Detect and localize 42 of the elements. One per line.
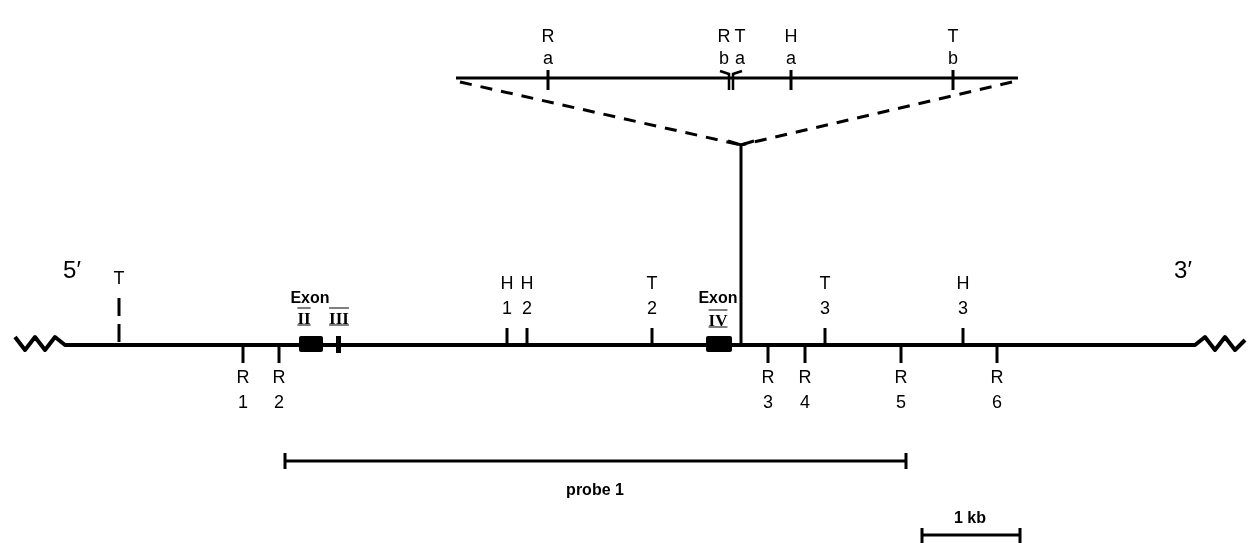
site-label: H [784, 27, 798, 45]
site-label: b [719, 49, 729, 67]
scale-label: 1 kb [954, 510, 986, 526]
strand-end-label: 3′ [1174, 258, 1192, 282]
site-label: 1 [502, 299, 512, 317]
site-label: H [520, 274, 534, 292]
site-label: R [990, 368, 1004, 386]
site-label: 4 [800, 393, 810, 411]
exon-number: IV [708, 311, 728, 329]
site-label: 1 [238, 393, 248, 411]
site-label: R [236, 368, 250, 386]
exon-number: II [297, 309, 311, 327]
probe-label: probe 1 [566, 482, 624, 498]
site-label: H [500, 274, 514, 292]
exon-number: III [329, 309, 349, 327]
site-label: 3 [763, 393, 773, 411]
strand-end-label: 5′ [63, 258, 81, 282]
site-label: R [761, 368, 775, 386]
site-label: 2 [647, 299, 657, 317]
site-label: b [948, 49, 958, 67]
site-label: 3 [958, 299, 968, 317]
site-label: a [786, 49, 796, 67]
site-label: 5 [896, 393, 906, 411]
site-label: a [735, 49, 745, 67]
site-label: T [646, 274, 658, 292]
site-label: 3 [820, 299, 830, 317]
site-label: a [543, 49, 553, 67]
exon-label: Exon [290, 290, 330, 306]
site-label: H [956, 274, 970, 292]
site-label: T [113, 269, 125, 287]
site-label: T [734, 27, 746, 45]
site-label: R [272, 368, 286, 386]
site-label: R [541, 27, 555, 45]
site-label: T [819, 274, 831, 292]
site-label: R [894, 368, 908, 386]
site-label: T [947, 27, 959, 45]
exon-label: Exon [698, 290, 738, 306]
site-label: R [717, 27, 731, 45]
site-label: R [798, 368, 812, 386]
site-label: 2 [522, 299, 532, 317]
site-label: 6 [992, 393, 1002, 411]
site-label: 2 [274, 393, 284, 411]
